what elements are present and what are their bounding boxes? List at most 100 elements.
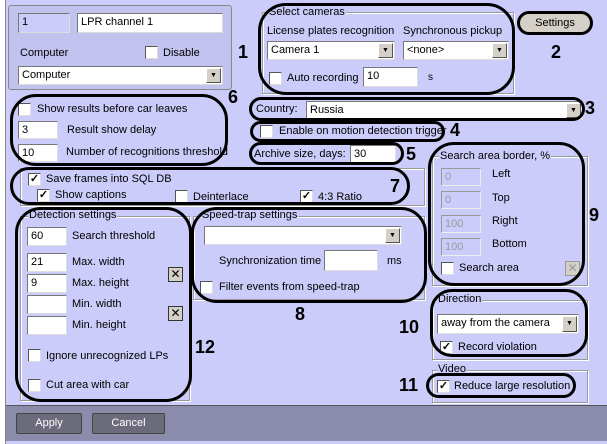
filter-speedtrap-label: Filter events from speed-trap — [219, 281, 360, 293]
min-width-field[interactable] — [27, 295, 67, 314]
callout-8: 8 — [295, 304, 306, 324]
callout-11: 11 — [399, 375, 419, 395]
sync-time-field[interactable] — [324, 250, 378, 271]
show-results-checkbox[interactable] — [18, 103, 31, 116]
chevron-down-icon[interactable]: ▼ — [385, 228, 400, 243]
sync-time-unit: ms — [387, 255, 402, 267]
clear-max-size-icon[interactable]: ✕ — [168, 267, 183, 282]
archive-size-label: Archive size, days: — [254, 148, 346, 160]
country-select[interactable]: Russia ▼ — [306, 101, 583, 120]
search-left-label: Left — [492, 168, 511, 180]
recognition-threshold-field[interactable]: 10 — [18, 144, 58, 162]
country-label: Country: — [256, 103, 298, 115]
country-value: Russia — [310, 104, 344, 116]
chevron-down-icon[interactable]: ▼ — [562, 316, 577, 332]
sync-pickup-select[interactable]: <none> ▼ — [403, 41, 509, 60]
callout-6: 6 — [228, 87, 239, 107]
select-cameras-legend: Select cameras — [268, 6, 346, 18]
video-group — [432, 370, 588, 403]
chevron-down-icon[interactable]: ▼ — [206, 68, 221, 83]
show-captions-checkbox[interactable]: ✓ — [37, 189, 50, 202]
chevron-down-icon[interactable]: ▼ — [492, 43, 507, 58]
search-top-field[interactable]: 0 — [441, 191, 481, 209]
clear-search-area-icon[interactable]: ✕ — [565, 261, 580, 276]
result-delay-field[interactable]: 3 — [18, 121, 58, 139]
speedtrap-legend: Speed-trap settings — [201, 209, 299, 221]
disable-label: Disable — [163, 47, 200, 59]
max-width-field[interactable]: 21 — [27, 253, 67, 272]
record-violation-label: Record violation — [458, 341, 537, 353]
direction-select[interactable]: away from the camera ▼ — [437, 314, 579, 334]
clear-min-size-icon[interactable]: ✕ — [168, 306, 183, 321]
record-violation-checkbox[interactable]: ✓ — [440, 341, 453, 354]
callout-2: 2 — [551, 42, 562, 62]
channel-name-field[interactable]: LPR channel 1 — [77, 13, 223, 33]
auto-recording-unit: s — [428, 72, 433, 83]
search-right-field[interactable]: 100 — [441, 215, 481, 233]
min-height-field[interactable] — [27, 316, 67, 335]
detection-legend: Detection settings — [28, 209, 118, 221]
ignore-unrecognized-label: Ignore unrecognized LPs — [46, 350, 169, 362]
show-captions-label: Show captions — [55, 189, 127, 201]
save-sql-checkbox[interactable]: ✓ — [28, 173, 41, 186]
deinterlace-label: Deinterlace — [193, 191, 249, 203]
callout-3: 3 — [585, 98, 596, 118]
recognition-threshold-label: Number of recognitions threshold — [66, 146, 229, 158]
lpr-camera-select[interactable]: Camera 1 ▼ — [267, 41, 395, 60]
cancel-button[interactable]: Cancel — [92, 413, 165, 434]
callout-12: 12 — [195, 337, 216, 357]
lpr-camera-value: Camera 1 — [271, 44, 320, 56]
sync-pickup-value: <none> — [407, 44, 445, 56]
max-height-field[interactable]: 9 — [27, 274, 67, 293]
direction-value: away from the camera — [441, 317, 550, 329]
filter-speedtrap-checkbox[interactable] — [200, 281, 213, 294]
callout-9: 9 — [589, 205, 600, 225]
sync-pickup-label: Synchronous pickup — [403, 25, 503, 37]
speedtrap-select[interactable]: ▼ — [204, 226, 402, 245]
archive-size-field[interactable]: 30 — [350, 145, 396, 163]
cut-area-label: Cut area with car — [46, 379, 130, 391]
search-bottom-field[interactable]: 100 — [441, 238, 481, 256]
callout-10: 10 — [399, 317, 420, 337]
search-threshold-field[interactable]: 60 — [27, 227, 67, 246]
callout-5: 5 — [406, 144, 417, 164]
disable-checkbox[interactable] — [145, 46, 158, 59]
result-delay-label: Result show delay — [67, 124, 157, 136]
max-width-label: Max. width — [72, 256, 125, 268]
search-threshold-label: Search threshold — [72, 230, 156, 242]
min-height-label: Min. height — [72, 319, 126, 331]
video-legend: Video — [437, 363, 467, 375]
callout-1: 1 — [238, 42, 249, 62]
lpr-camera-label: License plates recognition — [267, 25, 395, 37]
search-area-legend: Search area border, % — [439, 150, 552, 162]
search-area-checkbox[interactable] — [441, 262, 454, 275]
reduce-resolution-label: Reduce large resolution — [454, 380, 571, 392]
callout-4: 4 — [450, 120, 461, 140]
save-sql-label: Save frames into SQL DB — [46, 173, 172, 185]
search-bottom-label: Bottom — [492, 238, 527, 250]
min-width-label: Min. width — [72, 298, 122, 310]
computer-select-value: Computer — [22, 69, 71, 81]
ignore-unrecognized-checkbox[interactable] — [28, 349, 41, 362]
computer-label: Computer — [20, 47, 69, 59]
cut-area-checkbox[interactable] — [28, 379, 41, 392]
chevron-down-icon[interactable]: ▼ — [566, 103, 581, 118]
ratio-checkbox[interactable]: ✓ — [300, 190, 313, 203]
auto-recording-field[interactable]: 10 — [363, 67, 418, 87]
deinterlace-checkbox[interactable] — [175, 190, 188, 203]
show-results-label: Show results before car leaves — [37, 103, 188, 115]
sync-time-label: Synchronization time — [219, 255, 322, 267]
search-left-field[interactable]: 0 — [441, 168, 481, 186]
computer-select[interactable]: Computer ▼ — [18, 66, 223, 85]
settings-button[interactable]: Settings — [517, 11, 593, 35]
chevron-down-icon[interactable]: ▼ — [378, 43, 393, 58]
search-top-label: Top — [492, 192, 510, 204]
search-right-label: Right — [492, 215, 518, 227]
channel-id-field[interactable]: 1 — [18, 13, 70, 33]
auto-recording-checkbox[interactable] — [269, 72, 282, 85]
search-area-label: Search area — [459, 262, 519, 274]
apply-button[interactable]: Apply — [16, 413, 82, 434]
direction-legend: Direction — [437, 293, 483, 305]
reduce-resolution-checkbox[interactable]: ✓ — [437, 380, 450, 393]
motion-trigger-checkbox[interactable] — [260, 125, 273, 138]
